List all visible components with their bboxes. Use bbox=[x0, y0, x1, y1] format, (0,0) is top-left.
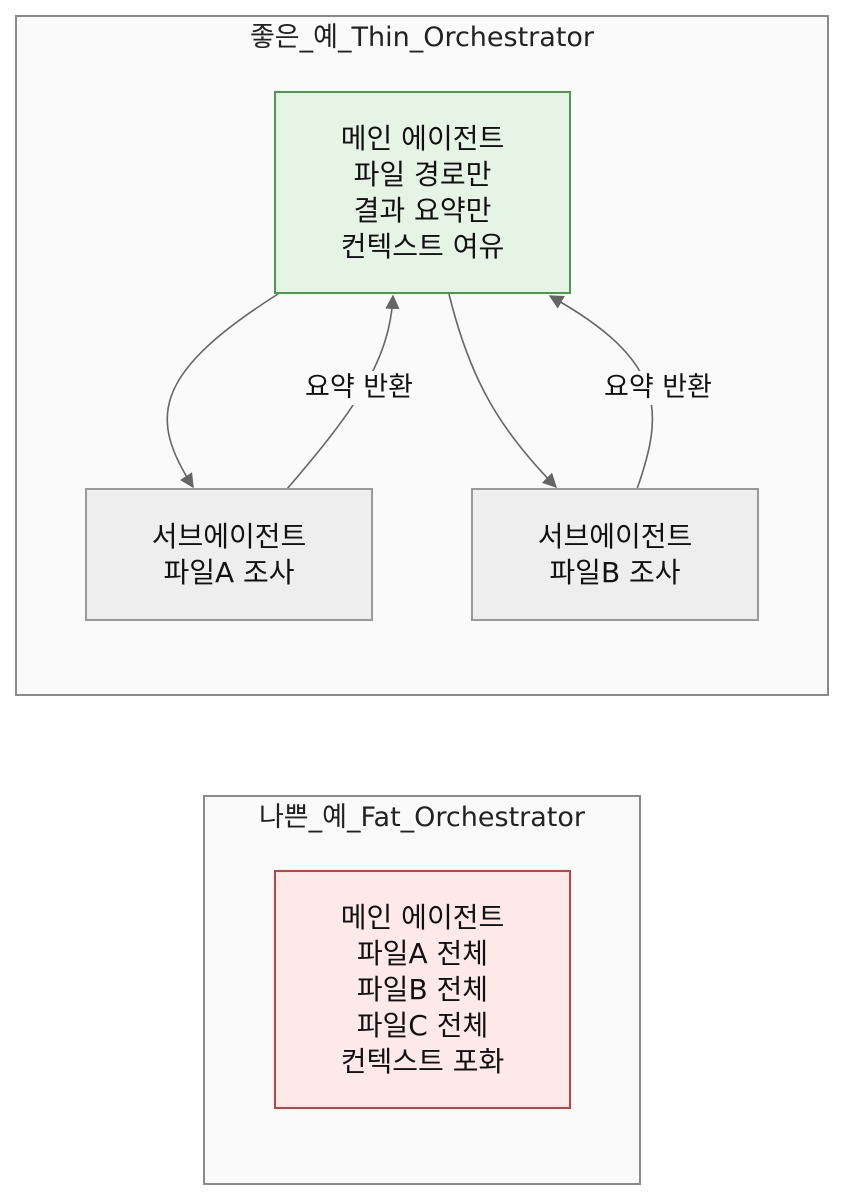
node-main-agent-thin: 메인 에이전트 파일 경로만 결과 요약만 컨텍스트 여유 bbox=[274, 91, 571, 294]
edge-main-to-sub-b bbox=[448, 293, 558, 489]
edge-label-summary-return-a: 요약 반환 bbox=[303, 371, 415, 405]
node-line: 파일A 전체 bbox=[356, 936, 489, 970]
node-line: 서브에이전트 bbox=[151, 519, 307, 553]
node-line: 메인 에이전트 bbox=[340, 900, 505, 934]
node-line: 컨텍스트 포화 bbox=[340, 1044, 505, 1078]
node-line: 파일B 전체 bbox=[356, 972, 489, 1006]
node-line: 파일A 조사 bbox=[163, 555, 295, 589]
node-line: 결과 요약만 bbox=[353, 193, 492, 227]
cluster-bad-example-title: 나쁜_예_Fat_Orchestrator bbox=[258, 802, 586, 833]
node-subagent-file-b: 서브에이전트 파일B 조사 bbox=[471, 488, 759, 621]
cluster-good-example-title: 좋은_예_Thin_Orchestrator bbox=[249, 22, 595, 53]
edge-label-summary-return-b: 요약 반환 bbox=[602, 371, 714, 405]
node-line: 서브에이전트 bbox=[537, 519, 693, 553]
node-subagent-file-a: 서브에이전트 파일A 조사 bbox=[85, 488, 373, 621]
node-line: 파일 경로만 bbox=[353, 157, 492, 191]
node-line: 파일B 조사 bbox=[549, 555, 681, 589]
node-line: 파일C 전체 bbox=[356, 1008, 489, 1042]
node-line: 메인 에이전트 bbox=[340, 121, 505, 155]
node-line: 컨텍스트 여유 bbox=[340, 229, 505, 263]
node-main-agent-fat: 메인 에이전트 파일A 전체 파일B 전체 파일C 전체 컨텍스트 포화 bbox=[274, 870, 571, 1109]
edge-main-to-sub-a bbox=[166, 293, 279, 489]
